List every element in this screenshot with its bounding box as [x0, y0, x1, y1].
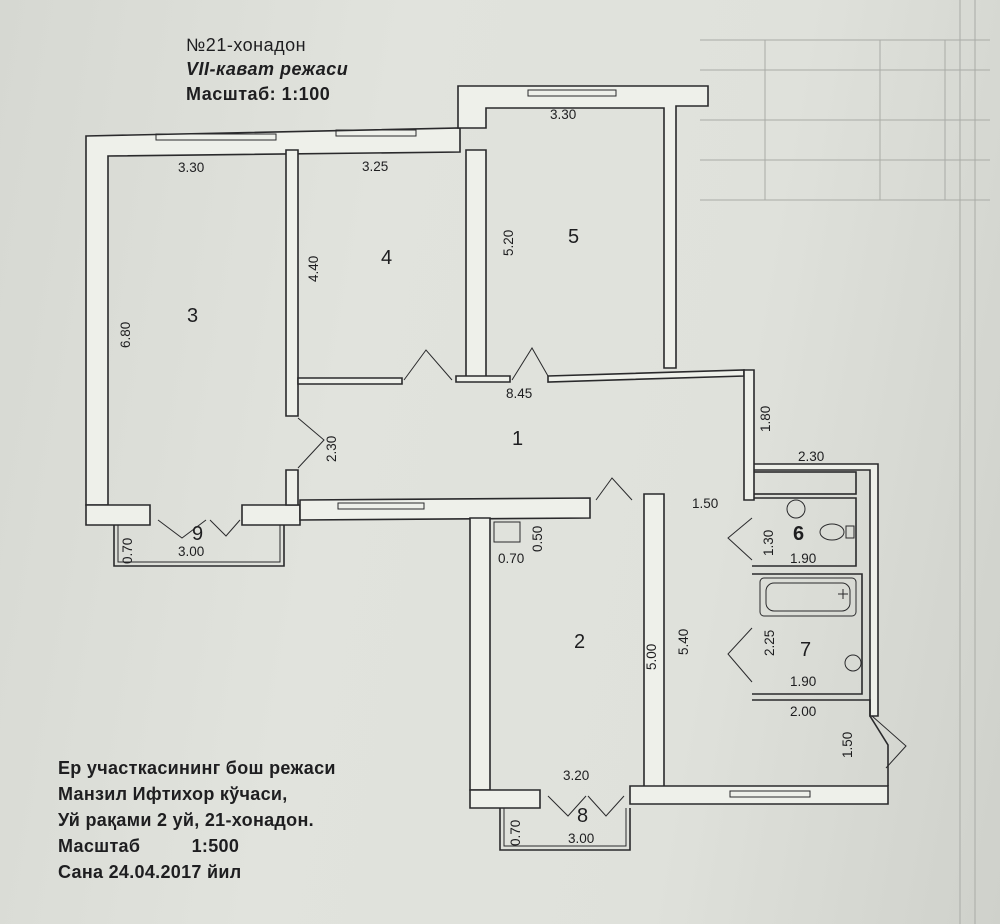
dimension-labels: 3.30 6.80 3.25 4.40 3.30 5.20 8.45 2.30 …: [118, 107, 855, 846]
dim-room7-side: 1.50: [840, 732, 855, 758]
dim-bath-top: 2.30: [798, 449, 824, 464]
dim-balcony8-width: 3.00: [568, 831, 594, 846]
dim-room7-lower: 2.00: [790, 704, 816, 719]
apartment-number: №21-хонадон: [186, 35, 307, 55]
dim-room4-width: 3.25: [362, 159, 388, 174]
room-number-5: 5: [568, 226, 579, 248]
footer-site-plan: Ер участкасининг бош режаси: [58, 758, 336, 778]
dim-balcony8-depth: 0.70: [508, 820, 523, 846]
dim-room5-length: 5.20: [501, 230, 516, 256]
background-table-lines: [700, 0, 990, 924]
dim-room6-width: 1.90: [790, 551, 816, 566]
room-numbers: 1 2 3 4 5 6 7 8 9: [187, 226, 811, 827]
room-number-2: 2: [574, 631, 585, 653]
footer-scale-value: 1:500: [191, 836, 240, 856]
dim-room2-width: 3.20: [563, 768, 589, 783]
footer-scale: Масштаб 1:500: [58, 836, 239, 857]
dim-room7-depth: 2.25: [762, 630, 777, 656]
dim-room2-niche-width: 0.70: [498, 551, 524, 566]
dim-room5-width: 3.30: [550, 107, 576, 122]
dim-corridor-side: 1.80: [758, 406, 773, 432]
floor-plan-title: VII-кават режаси: [186, 59, 349, 79]
footer-address: Манзил Ифтихор кўчаси,: [58, 784, 288, 804]
scale-label: Масштаб: 1:100: [186, 84, 331, 104]
room-number-7: 7: [800, 639, 811, 661]
dim-room2-length: 5.00: [644, 644, 659, 670]
dim-room7-width: 1.90: [790, 674, 816, 689]
dim-room3-length: 6.80: [118, 322, 133, 348]
dim-room2-niche-depth: 0.50: [530, 526, 545, 552]
footer-date: Сана 24.04.2017 йил: [58, 862, 242, 882]
dim-corridor-width: 2.30: [324, 436, 339, 462]
dim-room2-outer-length: 5.40: [676, 629, 691, 655]
exterior-walls: [85, 85, 907, 851]
room-number-6: 6: [793, 523, 804, 545]
dim-balcony9-width: 3.00: [178, 544, 204, 559]
dim-room3-width: 3.30: [178, 160, 204, 175]
footer-scale-label: Масштаб: [58, 836, 141, 856]
footer-house-number: Уй рақами 2 уй, 21-хонадон.: [58, 810, 314, 830]
room-number-8: 8: [577, 805, 588, 827]
dim-room6-depth: 1.30: [761, 530, 776, 556]
dim-room4-length: 4.40: [306, 256, 321, 282]
room-number-3: 3: [187, 305, 198, 327]
room-number-1: 1: [512, 428, 523, 450]
room-number-9: 9: [192, 523, 203, 545]
interior-walls: [285, 149, 755, 506]
dim-corridor-length: 8.45: [506, 386, 532, 401]
dim-balcony9-depth: 0.70: [120, 538, 135, 564]
dim-bath-corridor: 1.50: [692, 496, 718, 511]
room-number-4: 4: [381, 247, 392, 269]
